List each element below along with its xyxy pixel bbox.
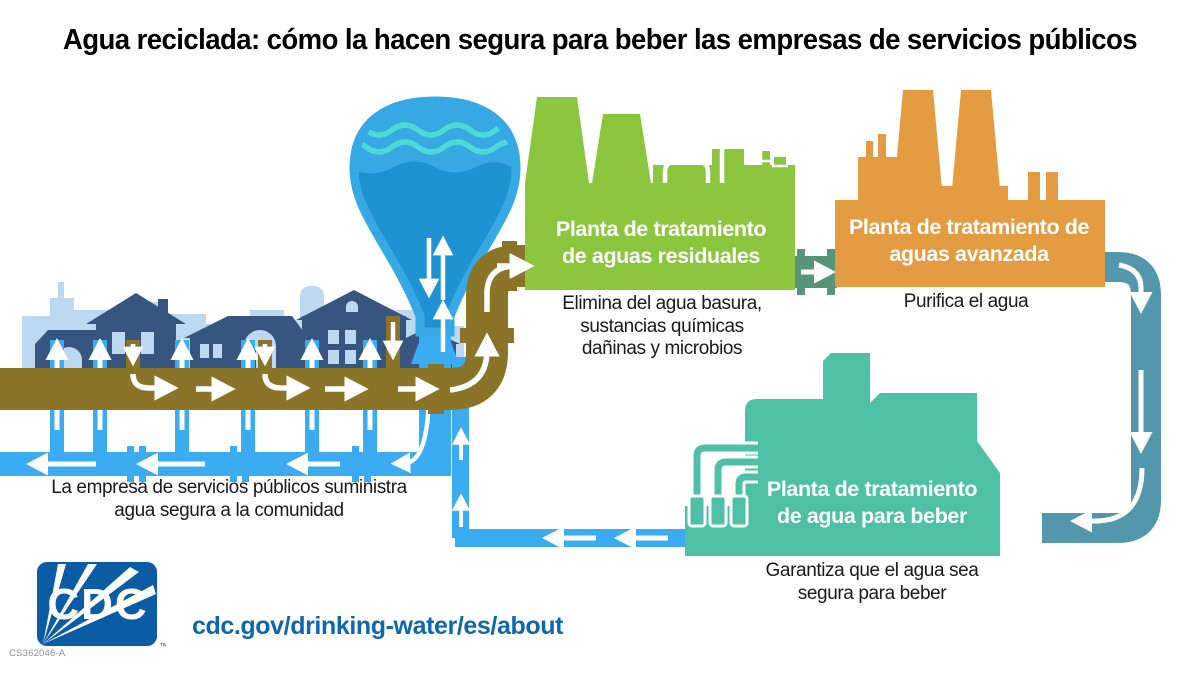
advanced-plant-building xyxy=(835,90,1105,287)
advanced-plant-label: Planta de tratamiento de aguas avanzada xyxy=(848,215,1090,266)
tower-flow-arrows xyxy=(390,235,471,527)
wastewater-plant-caption: Elimina del agua basura, sustancias quím… xyxy=(562,293,762,359)
wastewater-plant-label: Planta de tratamiento de aguas residuale… xyxy=(555,217,767,268)
page-title: Agua reciclada: cómo la hacen segura par… xyxy=(62,24,1138,56)
drinking-plant-label: Planta de tratamiento de agua para beber xyxy=(766,477,978,528)
recycled-water-pipe xyxy=(1042,252,1161,543)
cdc-logo: CDC ™ xyxy=(36,561,166,651)
plant-piping-detail xyxy=(662,140,763,183)
water-tower xyxy=(349,96,521,337)
transfer-pipe xyxy=(795,249,837,295)
cdc-logo-rays xyxy=(43,564,156,644)
document-code: CS362046-A xyxy=(9,648,66,659)
wastewater-plant-building xyxy=(525,97,795,290)
trademark-symbol: ™ xyxy=(159,641,166,651)
sewer-drains xyxy=(122,316,404,374)
cdc-url-link[interactable]: cdc.gov/drinking-water/es/about xyxy=(192,612,563,640)
cdc-logo-text: CDC xyxy=(47,580,148,629)
drinking-plant-building xyxy=(685,353,1000,556)
drinking-plant-caption: Garantiza que el agua sea segura para be… xyxy=(765,560,979,604)
advanced-plant-caption: Purifica el agua xyxy=(903,291,1029,312)
community-caption: La empresa de servicios públicos suminis… xyxy=(51,477,407,521)
intake-pipes xyxy=(687,441,760,528)
